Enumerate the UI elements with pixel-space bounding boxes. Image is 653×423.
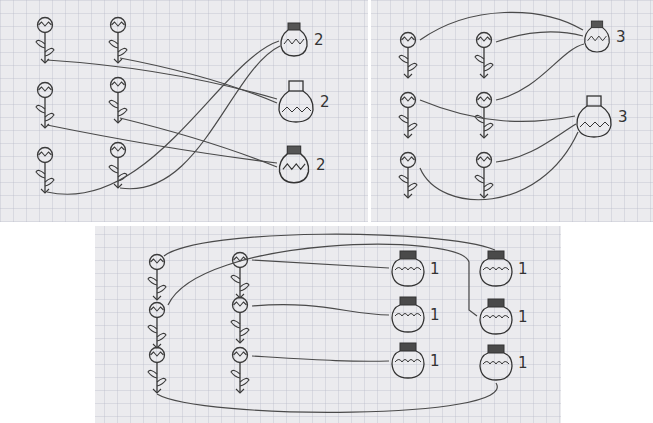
vase-drawing [390,250,426,288]
vase-outline [480,251,512,286]
flower-drawing [399,33,417,79]
vase-drawing [478,250,514,288]
paper-photo [0,0,368,222]
flower-drawing [148,255,166,301]
count-number: 3 [616,30,626,45]
vase-outline [392,343,424,378]
vase-outline [577,96,611,137]
vase-drawing [478,298,514,336]
count-number: 2 [316,158,326,173]
vase-drawing [582,20,612,54]
match-line [47,125,277,163]
match-line [252,356,389,361]
vase-drawing [478,344,514,382]
flower-drawing [475,33,493,79]
flower-drawing [399,93,417,139]
flower-drawing [36,83,54,129]
vase-outline [480,345,512,380]
match-line [47,41,279,194]
vase-drawing [390,296,426,334]
flower-drawing [36,148,54,194]
vase-node: 2 [276,145,326,185]
flower-drawing [148,303,166,349]
vase-node: 1 [478,250,528,288]
vase-node: 1 [390,296,440,334]
vase-node: 2 [276,80,330,124]
match-line [496,44,584,100]
flower-drawing [399,153,417,199]
count-number: 3 [618,110,628,125]
vase-drawing [276,80,316,124]
vase-node: 1 [390,342,440,380]
match-line [252,305,389,315]
vase-outline [392,251,424,286]
flower-drawing [475,93,493,139]
count-number: 1 [518,262,528,277]
vase-outline [281,23,307,56]
count-number: 2 [314,33,324,48]
vase-node: 1 [478,344,528,382]
flower-drawing [109,18,127,64]
match-line [496,124,576,162]
vase-outline [392,297,424,332]
match-line [164,234,495,256]
flower-drawing [231,298,249,344]
vase-node: 2 [278,22,324,58]
match-line [420,132,578,200]
count-number: 1 [430,262,440,277]
vase-node: 3 [574,95,628,139]
paper-photo [95,226,561,423]
match-line [157,383,497,412]
vase-drawing [278,22,310,58]
vase-node: 3 [582,20,626,54]
match-line [420,100,575,121]
vase-node: 1 [390,250,440,288]
match-line [420,12,583,40]
match-line [120,58,277,103]
match-line [168,244,477,316]
count-number: 1 [518,356,528,371]
vase-outline [279,146,308,183]
match-line [120,46,280,189]
count-number: 1 [430,354,440,369]
match-line [120,118,277,167]
flower-drawing [475,153,493,199]
count-number: 1 [518,310,528,325]
flower-drawing [148,348,166,394]
paper-photo [371,0,653,222]
match-line [252,260,389,268]
flower-drawing [231,348,249,394]
vase-drawing [574,95,614,139]
vase-drawing [390,342,426,380]
count-number: 1 [430,308,440,323]
match-line [496,32,583,42]
vase-outline [585,21,610,52]
vase-drawing [276,145,312,185]
vase-node: 1 [478,298,528,336]
flower-drawing [109,78,127,124]
count-number: 2 [320,95,330,110]
vase-outline [480,299,512,334]
vase-outline [279,81,313,122]
flower-drawing [36,18,54,64]
